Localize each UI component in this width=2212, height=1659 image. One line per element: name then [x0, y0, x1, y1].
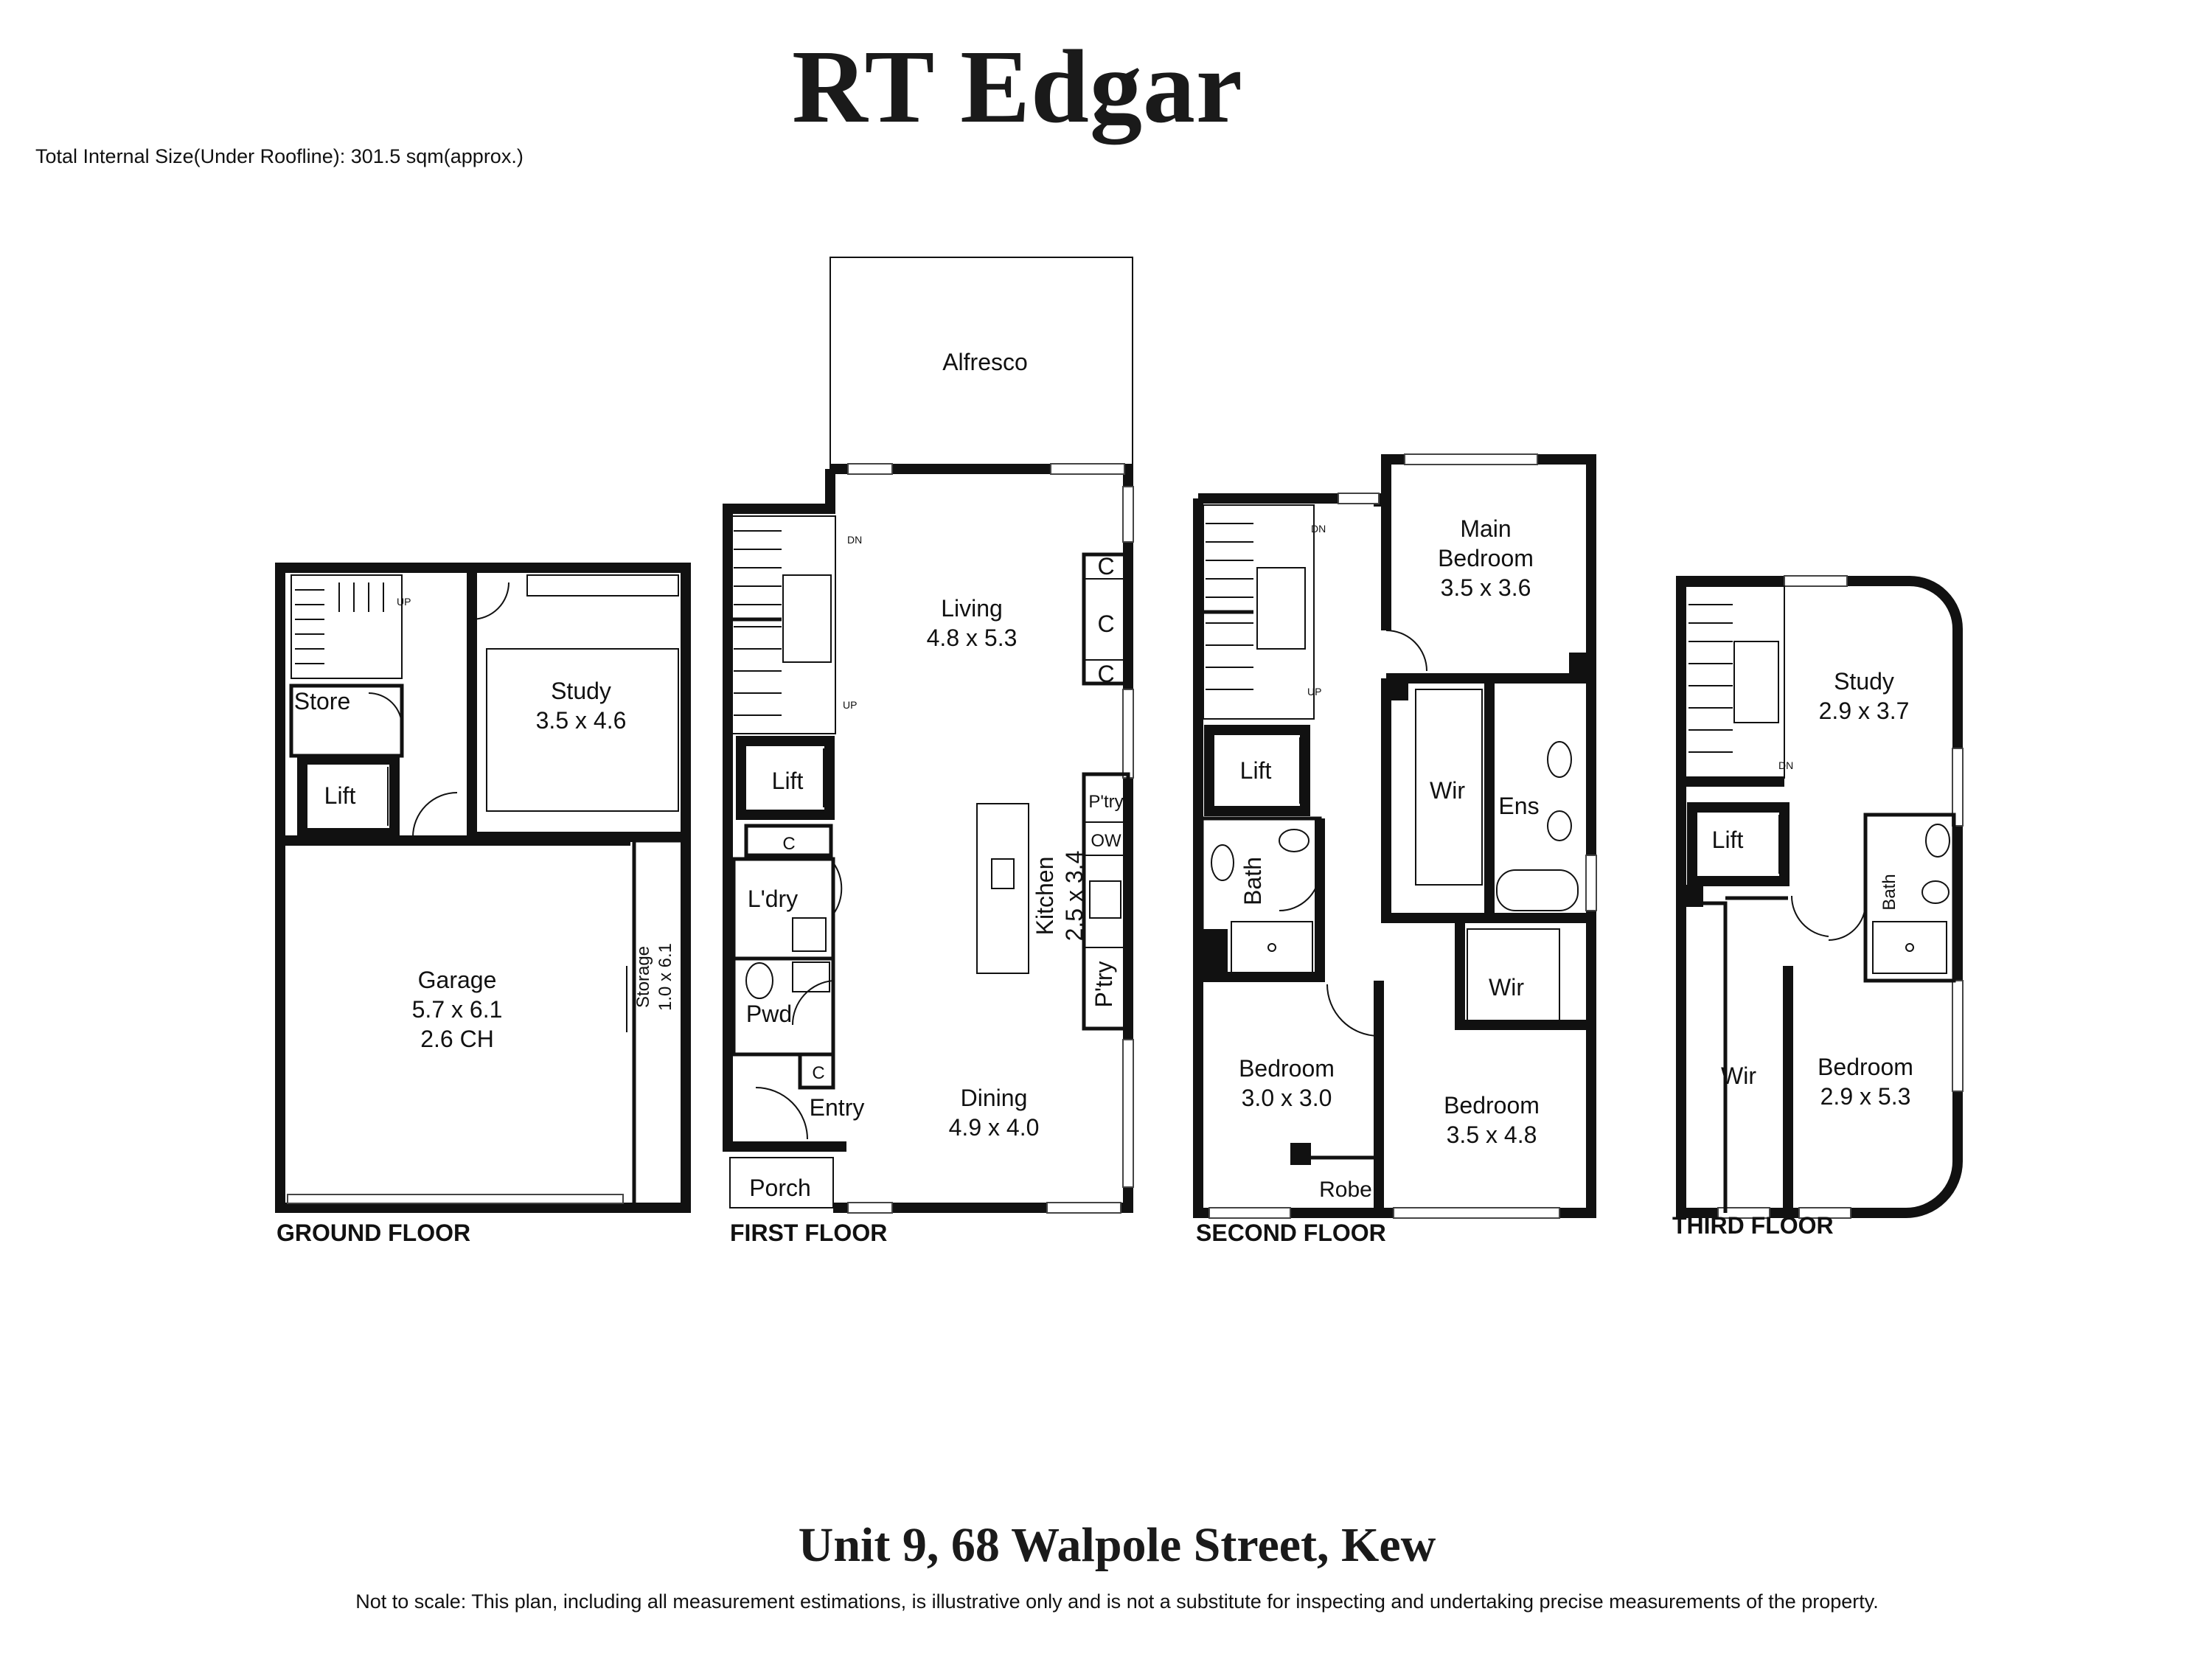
cupboard-2-label: C — [1097, 611, 1114, 637]
third-lift — [1687, 802, 1790, 886]
powder-room — [731, 956, 835, 1057]
bedroom-a-label: Bedroom — [1239, 1055, 1335, 1082]
entry-label: Entry — [810, 1094, 865, 1121]
second-lift — [1204, 725, 1310, 816]
ground-floor-title: GROUND FLOOR — [276, 1220, 470, 1246]
main-bedroom-size: 3.5 x 3.6 — [1441, 574, 1531, 601]
ground-floor-plan: Store Lift UP Study 3.5 x 4.6 Garage 5.7… — [275, 563, 691, 1246]
powder-label: Pwd — [746, 1001, 792, 1027]
total-size-note: Total Internal Size(Under Roofline): 301… — [35, 145, 524, 167]
alfresco-label: Alfresco — [942, 349, 1028, 375]
third-dn-label: DN — [1778, 759, 1793, 771]
dining-size: 4.9 x 4.0 — [949, 1114, 1040, 1141]
main-bedroom-label-1: Main — [1460, 515, 1511, 542]
cupboard-3-label: C — [1097, 661, 1114, 687]
third-lift-label: Lift — [1712, 827, 1744, 853]
second-dn-label: DN — [1311, 523, 1326, 535]
ground-study-size: 3.5 x 4.6 — [536, 707, 627, 734]
ground-storage — [632, 838, 688, 1210]
first-floor-plan: Alfresco Living 4.8 x 5.3 DN UP Lift C L… — [723, 257, 1134, 1246]
storage-label: Storage — [633, 946, 653, 1008]
ground-up-label: UP — [397, 596, 411, 608]
second-bath-label: Bath — [1239, 857, 1266, 905]
garage-door — [287, 1194, 624, 1204]
porch-label: Porch — [749, 1175, 811, 1201]
third-study-size: 2.9 x 3.7 — [1819, 698, 1910, 724]
property-address: Unit 9, 68 Walpole Street, Kew — [798, 1518, 1436, 1572]
third-floor-plan: Study 2.9 x 3.7 DN Lift Bath Wir Bedroom… — [1672, 575, 1964, 1239]
second-floor-title: SECOND FLOOR — [1196, 1220, 1386, 1246]
third-bedroom-label: Bedroom — [1818, 1054, 1913, 1080]
bedroom-a-size: 3.0 x 3.0 — [1242, 1085, 1332, 1111]
third-floor-title: THIRD FLOOR — [1672, 1212, 1834, 1239]
third-outer-wall — [1676, 576, 1963, 1218]
bedroom-b-size: 3.5 x 4.8 — [1447, 1121, 1537, 1148]
cupboard-1-label: C — [1097, 553, 1114, 580]
ground-outer-wall — [275, 563, 691, 1213]
first-floor-title: FIRST FLOOR — [730, 1220, 887, 1246]
living-size: 4.8 x 5.3 — [927, 625, 1018, 651]
first-cupboard-label: C — [782, 834, 795, 854]
storage-size: 1.0 x 6.1 — [655, 943, 675, 1011]
garage-size: 5.7 x 6.1 — [412, 996, 503, 1023]
laundry-label: L'dry — [748, 886, 798, 912]
third-study-label: Study — [1834, 668, 1894, 695]
ground-lift — [297, 754, 400, 838]
second-floor-plan: Main Bedroom 3.5 x 3.6 DN UP Lift Wir En… — [1193, 453, 1597, 1246]
ground-store-label: Store — [294, 688, 350, 714]
living-label: Living — [941, 595, 1003, 622]
porch-area — [729, 1157, 834, 1208]
bedroom-b-label: Bedroom — [1444, 1092, 1540, 1119]
brand-logo: RT Edgar — [792, 28, 1243, 145]
third-bedroom-size: 2.9 x 5.3 — [1820, 1083, 1911, 1110]
first-up-label: UP — [843, 699, 857, 711]
second-lift-label: Lift — [1240, 757, 1272, 784]
garage-label: Garage — [418, 967, 497, 993]
first-dn-label: DN — [847, 534, 862, 546]
ground-study-label: Study — [551, 678, 611, 704]
kitchen-island — [976, 803, 1029, 974]
pantry-bottom-label: P'try — [1091, 961, 1117, 1008]
second-wir2-label: Wir — [1489, 974, 1524, 1001]
ens-label: Ens — [1498, 793, 1539, 819]
first-cupboards — [1082, 552, 1130, 686]
first-cupboard-2-label: C — [812, 1063, 824, 1083]
ow-label: OW — [1091, 831, 1121, 851]
third-bath — [1863, 813, 1956, 983]
robe-label: Robe — [1319, 1178, 1372, 1202]
third-bath-label: Bath — [1879, 874, 1899, 910]
first-stair — [731, 515, 836, 734]
kitchen-bench — [1082, 772, 1130, 1031]
garage-ceiling-height: 2.6 CH — [420, 1026, 494, 1052]
third-wir-label: Wir — [1721, 1062, 1756, 1089]
kitchen-size: 2.5 x 3.4 — [1061, 851, 1088, 942]
first-lift — [736, 736, 835, 820]
ground-lift-label: Lift — [324, 782, 356, 809]
main-bedroom-label-2: Bedroom — [1438, 545, 1534, 571]
first-lift-label: Lift — [772, 768, 804, 794]
second-up-label: UP — [1307, 686, 1321, 698]
disclaimer-text: Not to scale: This plan, including all m… — [355, 1590, 1879, 1613]
ground-stair — [291, 574, 403, 679]
second-wir-label: Wir — [1430, 777, 1465, 804]
pantry-top-label: P'try — [1088, 792, 1123, 812]
dining-label: Dining — [961, 1085, 1028, 1111]
kitchen-label: Kitchen — [1032, 857, 1058, 936]
